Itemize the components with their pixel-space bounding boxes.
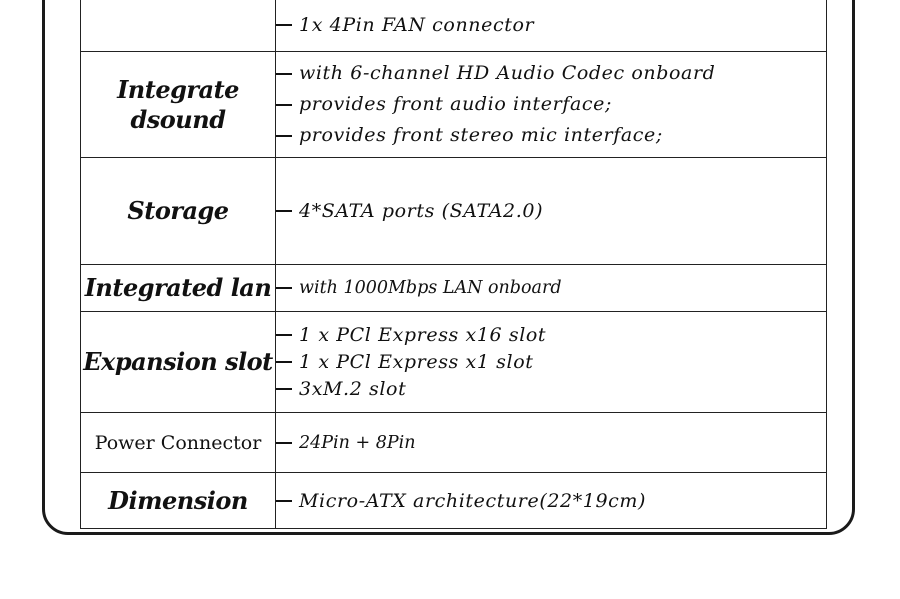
value-line: with 1000Mbps LAN onboard (299, 278, 562, 298)
row-label-sound: Integrate dsound (80, 51, 276, 158)
dash-icon (276, 72, 292, 75)
row-label-lan: Integrated lan (80, 264, 276, 312)
table-row-dimension: Dimension Micro-ATX architecture(22*19cm… (80, 472, 827, 529)
row-label-dimension: Dimension (80, 472, 276, 529)
value-line: provides front audio interface; (299, 93, 612, 115)
label-line: dsound (130, 104, 226, 134)
dash-icon (276, 388, 292, 390)
table-row-power: Power Connector 24Pin + 8Pin (80, 412, 827, 473)
row-label-expansion: Expansion slot (80, 311, 276, 413)
dash-icon (276, 441, 292, 444)
row-value-storage: 4*SATA ports (SATA2.0) (275, 157, 827, 265)
row-label-storage: Storage (80, 157, 276, 265)
dash-icon (276, 287, 292, 289)
specification-table: 1x 4Pin FAN connector Integrate dsound w… (80, 0, 827, 529)
dash-icon (276, 499, 292, 502)
label-line: Integrate (117, 74, 239, 104)
value-line: 3xM.2 slot (299, 377, 407, 400)
dash-icon (276, 210, 292, 212)
table-row-storage: Storage 4*SATA ports (SATA2.0) (80, 157, 827, 265)
dash-icon (276, 24, 292, 26)
value-line: 1 x PCl Express x16 slot (299, 323, 547, 346)
table-row-fan: 1x 4Pin FAN connector (80, 0, 827, 52)
value-line: 1 x PCl Express x1 slot (299, 350, 534, 373)
value-line: Micro-ATX architecture(22*19cm) (299, 489, 647, 512)
row-value-expansion: 1 x PCl Express x16 slot 1 x PCl Express… (275, 311, 827, 413)
value-line: 1x 4Pin FAN connector (299, 14, 535, 36)
row-value-power: 24Pin + 8Pin (275, 412, 827, 473)
value-line: with 6-channel HD Audio Codec onboard (299, 62, 716, 84)
row-value-dimension: Micro-ATX architecture(22*19cm) (275, 472, 827, 529)
row-value-lan: with 1000Mbps LAN onboard (275, 264, 827, 312)
row-label-power: Power Connector (80, 412, 276, 473)
dash-icon (276, 134, 292, 137)
value-line: 24Pin + 8Pin (299, 432, 416, 453)
row-label-empty (80, 0, 276, 52)
table-row-expansion: Expansion slot 1 x PCl Express x16 slot … (80, 311, 827, 413)
dash-icon (276, 334, 292, 336)
table-row-sound: Integrate dsound with 6-channel HD Audio… (80, 51, 827, 158)
row-value-fan: 1x 4Pin FAN connector (275, 0, 827, 52)
dash-icon (276, 361, 292, 363)
table-row-lan: Integrated lan with 1000Mbps LAN onboard (80, 264, 827, 312)
value-line: 4*SATA ports (SATA2.0) (299, 200, 544, 222)
row-value-sound: with 6-channel HD Audio Codec onboard pr… (275, 51, 827, 158)
dash-icon (276, 103, 292, 106)
value-line: provides front stereo mic interface; (299, 124, 663, 146)
